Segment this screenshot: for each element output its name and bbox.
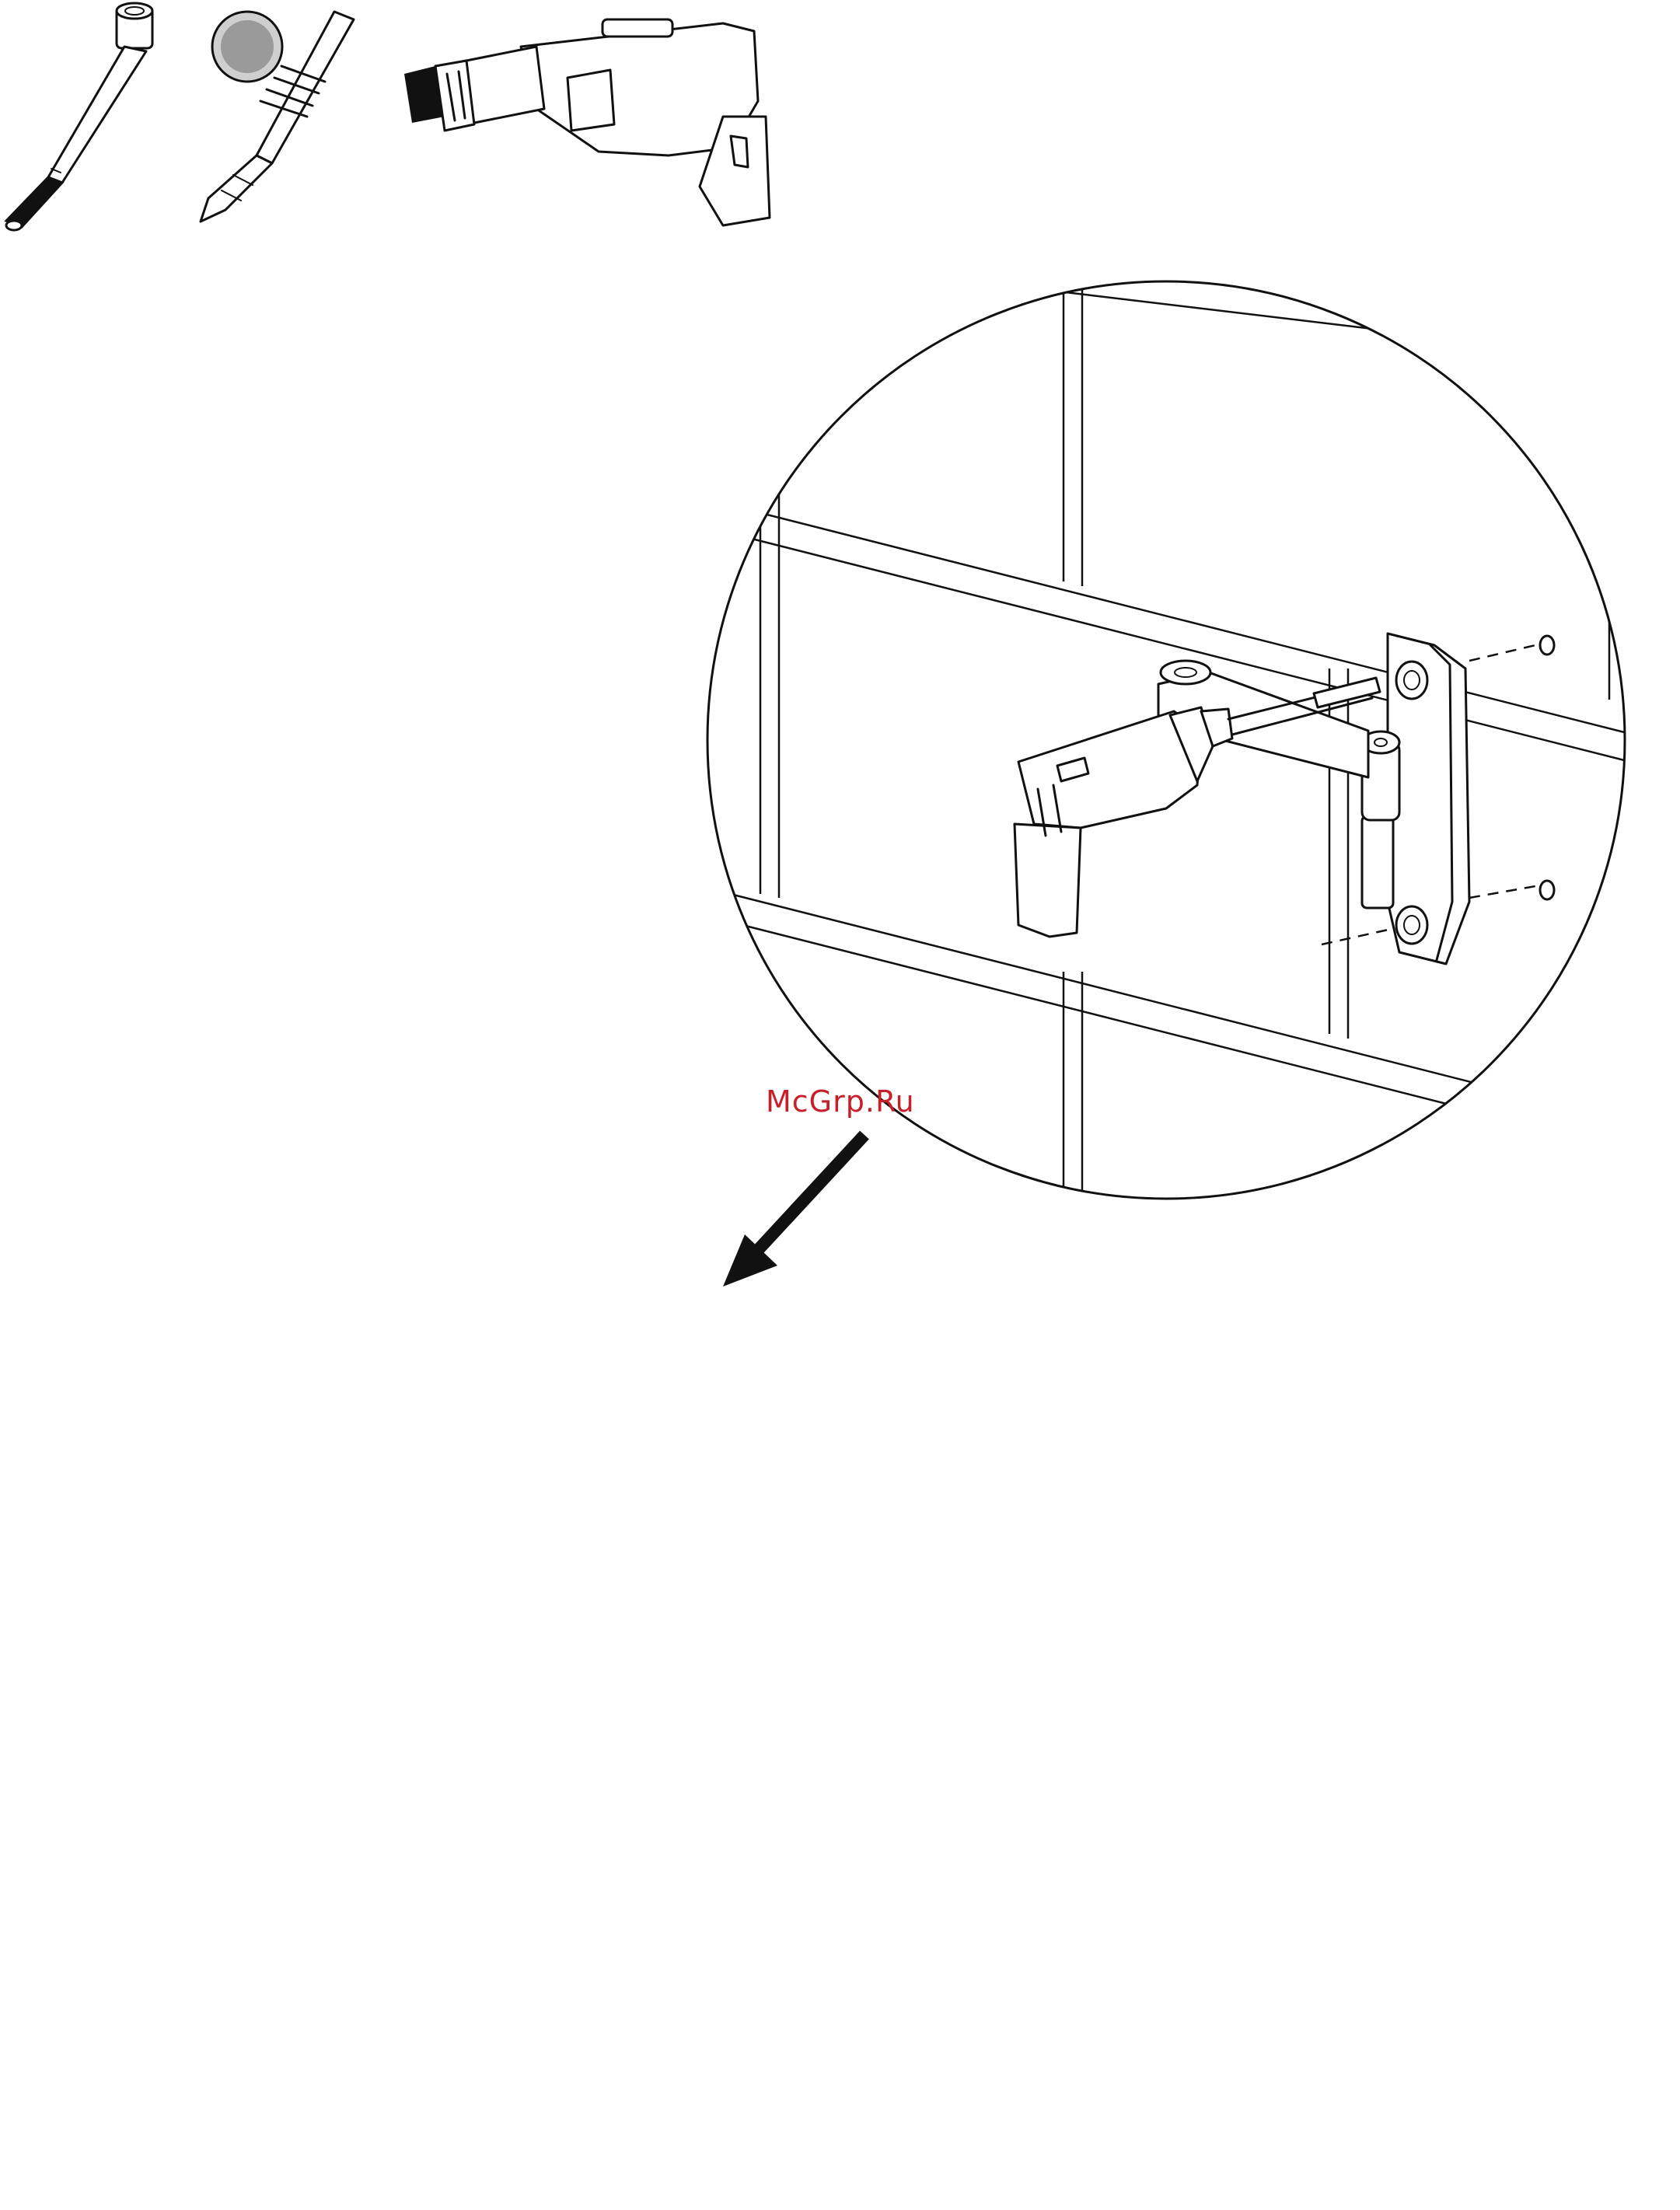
step-arrow-icon xyxy=(723,1135,864,1287)
power-drill-icon xyxy=(404,19,770,225)
socket-wrench-icon xyxy=(6,3,152,230)
watermark-text: McGrp.Ru xyxy=(766,1084,915,1119)
masonry-drill-bit-icon xyxy=(201,12,354,222)
tools-row xyxy=(6,3,770,230)
wall-bracket-icon xyxy=(1158,634,1469,964)
